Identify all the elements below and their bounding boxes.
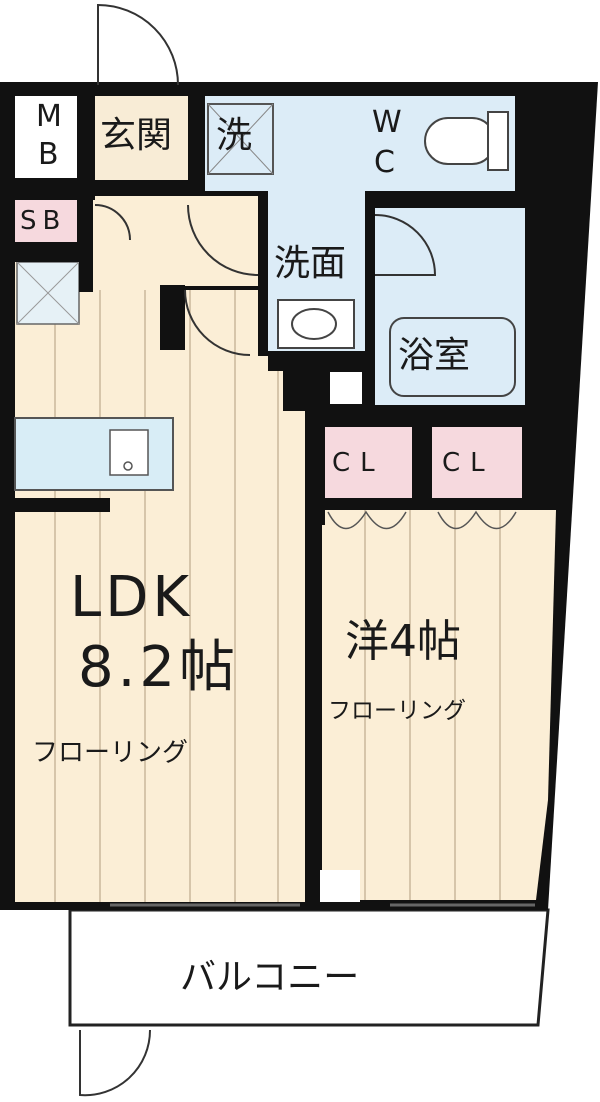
wc-label-bottom: C	[374, 145, 395, 180]
hall-floor	[93, 196, 258, 286]
closet-doors	[327, 510, 517, 530]
washroom-label: 洗面	[274, 243, 347, 284]
washer-label: 洗	[216, 115, 253, 156]
ldk-size-label: 8.2帖	[78, 635, 240, 700]
ldk-floorboards	[54, 290, 501, 902]
sink-icon	[109, 429, 149, 476]
kitchen-counter	[14, 417, 174, 491]
entrance-label: 玄関	[100, 115, 173, 156]
western-floor-label: フローリング	[328, 698, 466, 724]
closet2-label: CL	[442, 448, 495, 478]
sb-box	[15, 200, 77, 242]
bathtub-icon	[389, 317, 516, 397]
sb-label: SB	[20, 206, 67, 236]
balcony-label: バルコニー	[180, 957, 360, 998]
interior-walls	[0, 96, 545, 525]
ldk-floor	[15, 290, 305, 902]
mb-box	[15, 96, 77, 178]
bathroom-label: 浴室	[398, 335, 471, 376]
mb-label-top: M	[36, 99, 62, 134]
closet2-box	[432, 426, 522, 498]
wc-label-top: W	[372, 105, 402, 140]
mb-label-bottom: B	[38, 137, 59, 172]
washbasin-icon	[277, 299, 355, 349]
ldk-floor-label: フローリング	[32, 738, 189, 768]
closet1-box	[322, 426, 412, 498]
ldk-name-label: LDK	[70, 565, 194, 630]
western-room-label: 洋4帖	[345, 616, 461, 667]
closet1-label: CL	[332, 448, 385, 478]
entrance-floor	[95, 96, 188, 180]
western-room-floor	[322, 510, 556, 900]
door-swings	[79, 3, 437, 1097]
toilet-icon	[424, 111, 509, 171]
